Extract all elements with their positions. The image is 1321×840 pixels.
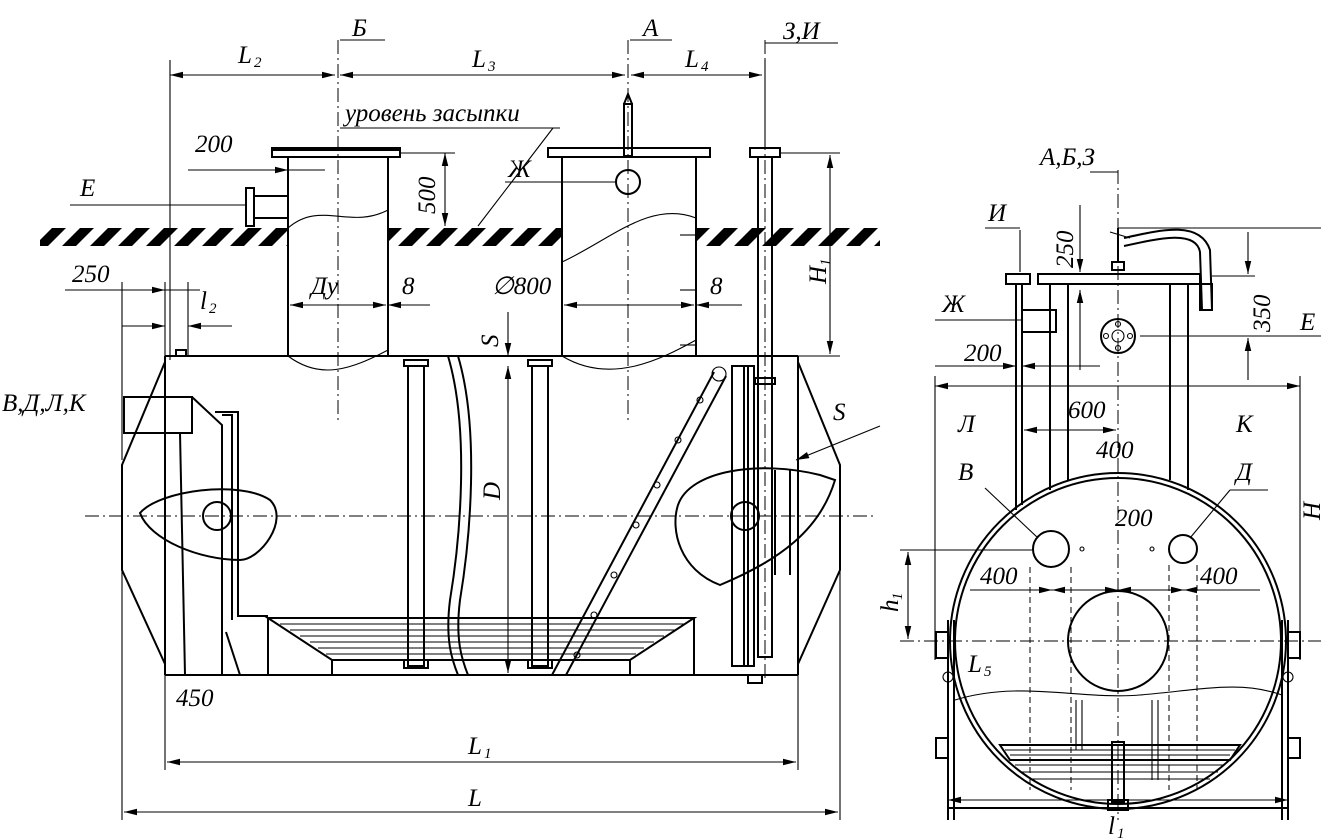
section-zi-label: З,И	[783, 18, 822, 45]
dim-l1-small: l	[1108, 813, 1115, 840]
ground-hatch-1	[40, 228, 288, 246]
nozzle-d-label: Д	[1234, 459, 1254, 486]
end-view	[900, 170, 1321, 820]
ground-hatch-2	[388, 228, 562, 246]
section-b-label: Б	[351, 15, 367, 42]
dim-l5-label: L	[967, 651, 982, 678]
item-i-label: И	[987, 200, 1008, 227]
dim-h1-small-sub: 1	[890, 593, 906, 601]
side-view	[40, 40, 880, 684]
nozzle-k-label: К	[1235, 411, 1254, 438]
dim-h1-label: H	[805, 264, 832, 285]
section-a-label: А	[641, 15, 659, 42]
dim-l2-small-sub: 2	[209, 301, 217, 317]
dim-600: 600	[1068, 397, 1106, 424]
dim-l5-sub: 5	[984, 664, 992, 680]
nozzle-v-label: В	[958, 459, 973, 486]
dim-l4-sub: 4	[701, 59, 709, 75]
dim-200-top: 200	[195, 131, 233, 158]
dim-400-top: 400	[1096, 437, 1134, 464]
dim-l1-small-sub: 1	[1117, 826, 1125, 840]
dim-450: 450	[176, 685, 214, 712]
dim-l4-label: L	[684, 46, 699, 73]
dim-s-right: S	[833, 399, 846, 426]
end-view-dimensions	[900, 171, 1321, 804]
nozzle-e-right: Е	[1299, 309, 1315, 336]
ground-hatch-3	[696, 228, 880, 246]
dim-200-mid: 200	[1115, 505, 1153, 532]
dim-l2-sub: 2	[254, 55, 262, 71]
dim-l-label: L	[467, 785, 482, 812]
dim-d-label: D	[479, 482, 506, 501]
dim-h1-sub: 1	[818, 259, 834, 267]
dim-8-b: 8	[710, 273, 723, 300]
nozzle-zh-label: Ж	[507, 156, 532, 183]
dim-350: 350	[1249, 294, 1276, 333]
dim-l1-sub: 1	[484, 746, 492, 762]
nozzle-l-label: Л	[957, 411, 977, 438]
dim-s-left: S	[477, 334, 504, 347]
dim-du: Ду	[309, 273, 339, 300]
dim-200-right: 200	[964, 340, 1002, 367]
dim-500: 500	[414, 176, 441, 214]
dim-250-left: 250	[72, 261, 110, 288]
section-abz-label: А,Б,З	[1038, 144, 1095, 171]
dim-250-right: 250	[1052, 230, 1079, 268]
backfill-level-label: уровень засыпки	[342, 100, 520, 127]
dim-l1-label: L	[467, 733, 482, 760]
side-view-dimensions	[65, 39, 881, 820]
dim-400-left: 400	[980, 563, 1018, 590]
dim-8-a: 8	[402, 273, 415, 300]
dim-dia-800: ∅800	[492, 273, 552, 300]
side-view-labels: Б А З,И L 2 L 3 L 4 уровень засыпки 200 …	[2, 15, 846, 812]
dim-l2-label: L	[237, 42, 252, 69]
dim-l3-label: L	[471, 46, 486, 73]
dim-h-right: H	[1299, 500, 1321, 521]
dim-l3-sub: 3	[487, 59, 496, 75]
nozzles-vdlk-label: В,Д,Л,К	[2, 390, 87, 417]
dim-l2-small: l	[200, 288, 207, 315]
end-view-labels: А,Б,З И 250 350 Ж Е 200 Л 600 К 400 В Д …	[877, 144, 1321, 840]
nozzle-e-label: Е	[79, 175, 95, 202]
dim-400-right: 400	[1200, 563, 1238, 590]
dim-h1-small: h	[877, 600, 904, 613]
nozzle-zh-right: Ж	[941, 291, 966, 318]
